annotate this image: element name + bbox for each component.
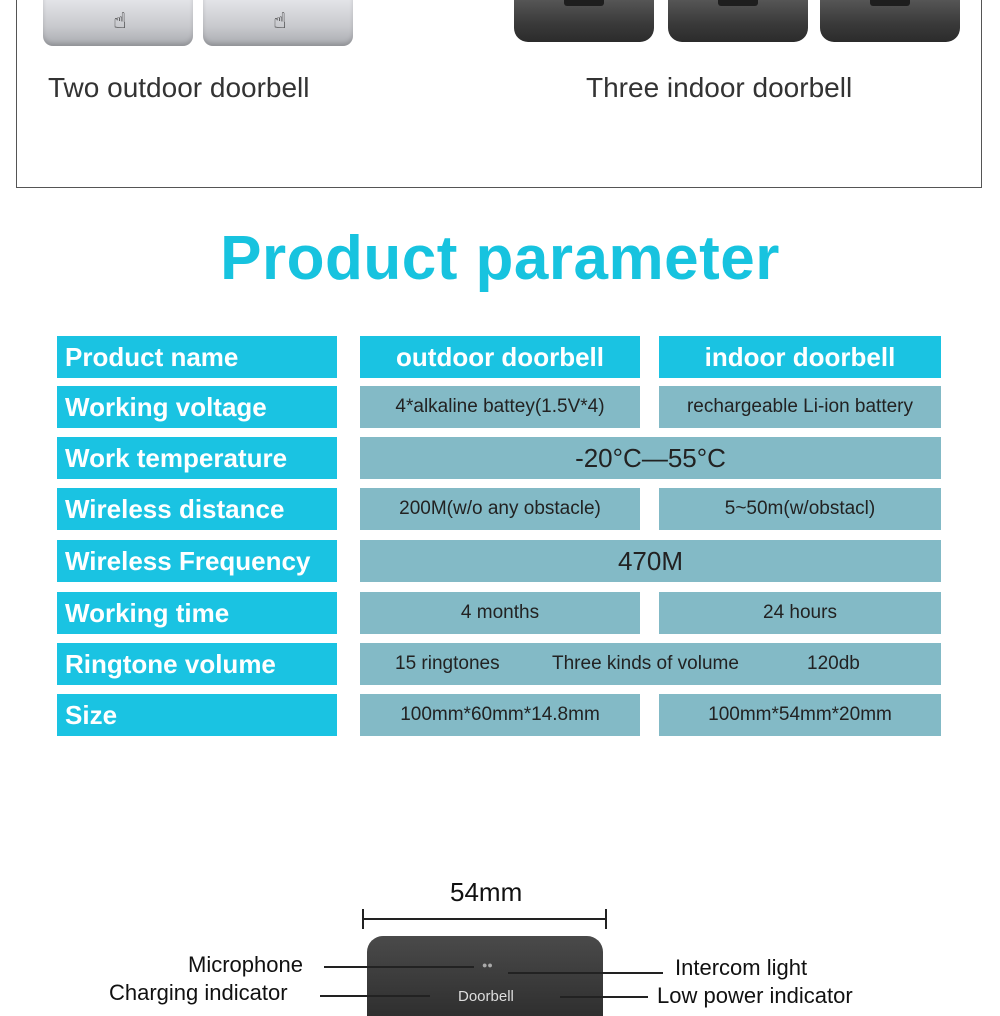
- section-title: Product parameter: [220, 224, 780, 293]
- device-text: Doorbell: [458, 988, 514, 1005]
- indoor-doorbell-image: [514, 0, 654, 42]
- charging-indicator-label: Charging indicator: [109, 980, 288, 1005]
- row-label: Wireless distance: [57, 488, 337, 530]
- row-label: Work temperature: [57, 437, 337, 479]
- dimension-line: [362, 918, 607, 920]
- touch-hand-icon: ☝: [273, 8, 287, 33]
- indoor-slot-shape: [564, 0, 604, 6]
- indoor-slot-shape: [718, 0, 758, 6]
- outdoor-value: 4*alkaline battey(1.5V*4): [360, 386, 640, 428]
- row-label: Wireless Frequency: [57, 540, 337, 582]
- leader-line: [508, 972, 663, 974]
- indoor-caption: Three indoor doorbell: [586, 72, 853, 103]
- table-row: Working time 4 months 24 hours: [0, 592, 1000, 634]
- indoor-value: 24 hours: [659, 592, 941, 634]
- touch-hand-icon: ☝: [113, 8, 127, 33]
- outdoor-value: 100mm*60mm*14.8mm: [360, 694, 640, 736]
- ringtone-value-cell: 15 ringtones Three kinds of volume 120db: [360, 643, 941, 685]
- table-row: Size 100mm*60mm*14.8mm 100mm*54mm*20mm: [0, 694, 1000, 736]
- indoor-value: 100mm*54mm*20mm: [659, 694, 941, 736]
- table-header-row: Product name outdoor doorbell indoor doo…: [0, 336, 1000, 378]
- table-row: Working voltage 4*alkaline battey(1.5V*4…: [0, 386, 1000, 428]
- volume-db: 120db: [807, 653, 860, 674]
- microphone-hole-icon: ●●: [482, 960, 493, 970]
- ringtone-count: 15 ringtones: [395, 653, 500, 674]
- table-row: Work temperature -20°C—55°C: [0, 437, 1000, 479]
- table-row: Ringtone volume 15 ringtones Three kinds…: [0, 643, 1000, 685]
- table-row: Wireless Frequency 470M: [0, 540, 1000, 582]
- header-indoor: indoor doorbell: [659, 336, 941, 378]
- indoor-slot-shape: [870, 0, 910, 6]
- leader-line: [560, 996, 648, 998]
- indoor-doorbell-image: [668, 0, 808, 42]
- intercom-light-label: Intercom light: [675, 955, 808, 980]
- outdoor-caption: Two outdoor doorbell: [48, 72, 310, 103]
- indoor-value: 5~50m(w/obstacl): [659, 488, 941, 530]
- width-dimension-label: 54mm: [450, 877, 523, 907]
- low-power-indicator-label: Low power indicator: [657, 983, 853, 1008]
- outdoor-value: 200M(w/o any obstacle): [360, 488, 640, 530]
- indoor-doorbell-image: [820, 0, 960, 42]
- indoor-value: rechargeable Li-ion battery: [659, 386, 941, 428]
- leader-line: [324, 966, 474, 968]
- dimension-tick: [605, 909, 607, 929]
- dimension-tick: [362, 909, 364, 929]
- header-label: Product name: [57, 336, 337, 378]
- merged-value: 470M: [360, 540, 941, 582]
- product-image-box: ☝ ☝ Two outdoor doorbell Three indoor do…: [16, 0, 982, 188]
- outdoor-value: 4 months: [360, 592, 640, 634]
- leader-line: [320, 995, 430, 997]
- row-label: Working voltage: [57, 386, 337, 428]
- volume-kinds: Three kinds of volume: [552, 653, 739, 674]
- outdoor-doorbell-image: ☝: [43, 0, 193, 46]
- row-label: Ringtone volume: [57, 643, 337, 685]
- header-outdoor: outdoor doorbell: [360, 336, 640, 378]
- outdoor-doorbell-image: ☝: [203, 0, 353, 46]
- merged-value: -20°C—55°C: [360, 437, 941, 479]
- table-row: Wireless distance 200M(w/o any obstacle)…: [0, 488, 1000, 530]
- row-label: Size: [57, 694, 337, 736]
- microphone-label: Microphone: [188, 952, 303, 977]
- row-label: Working time: [57, 592, 337, 634]
